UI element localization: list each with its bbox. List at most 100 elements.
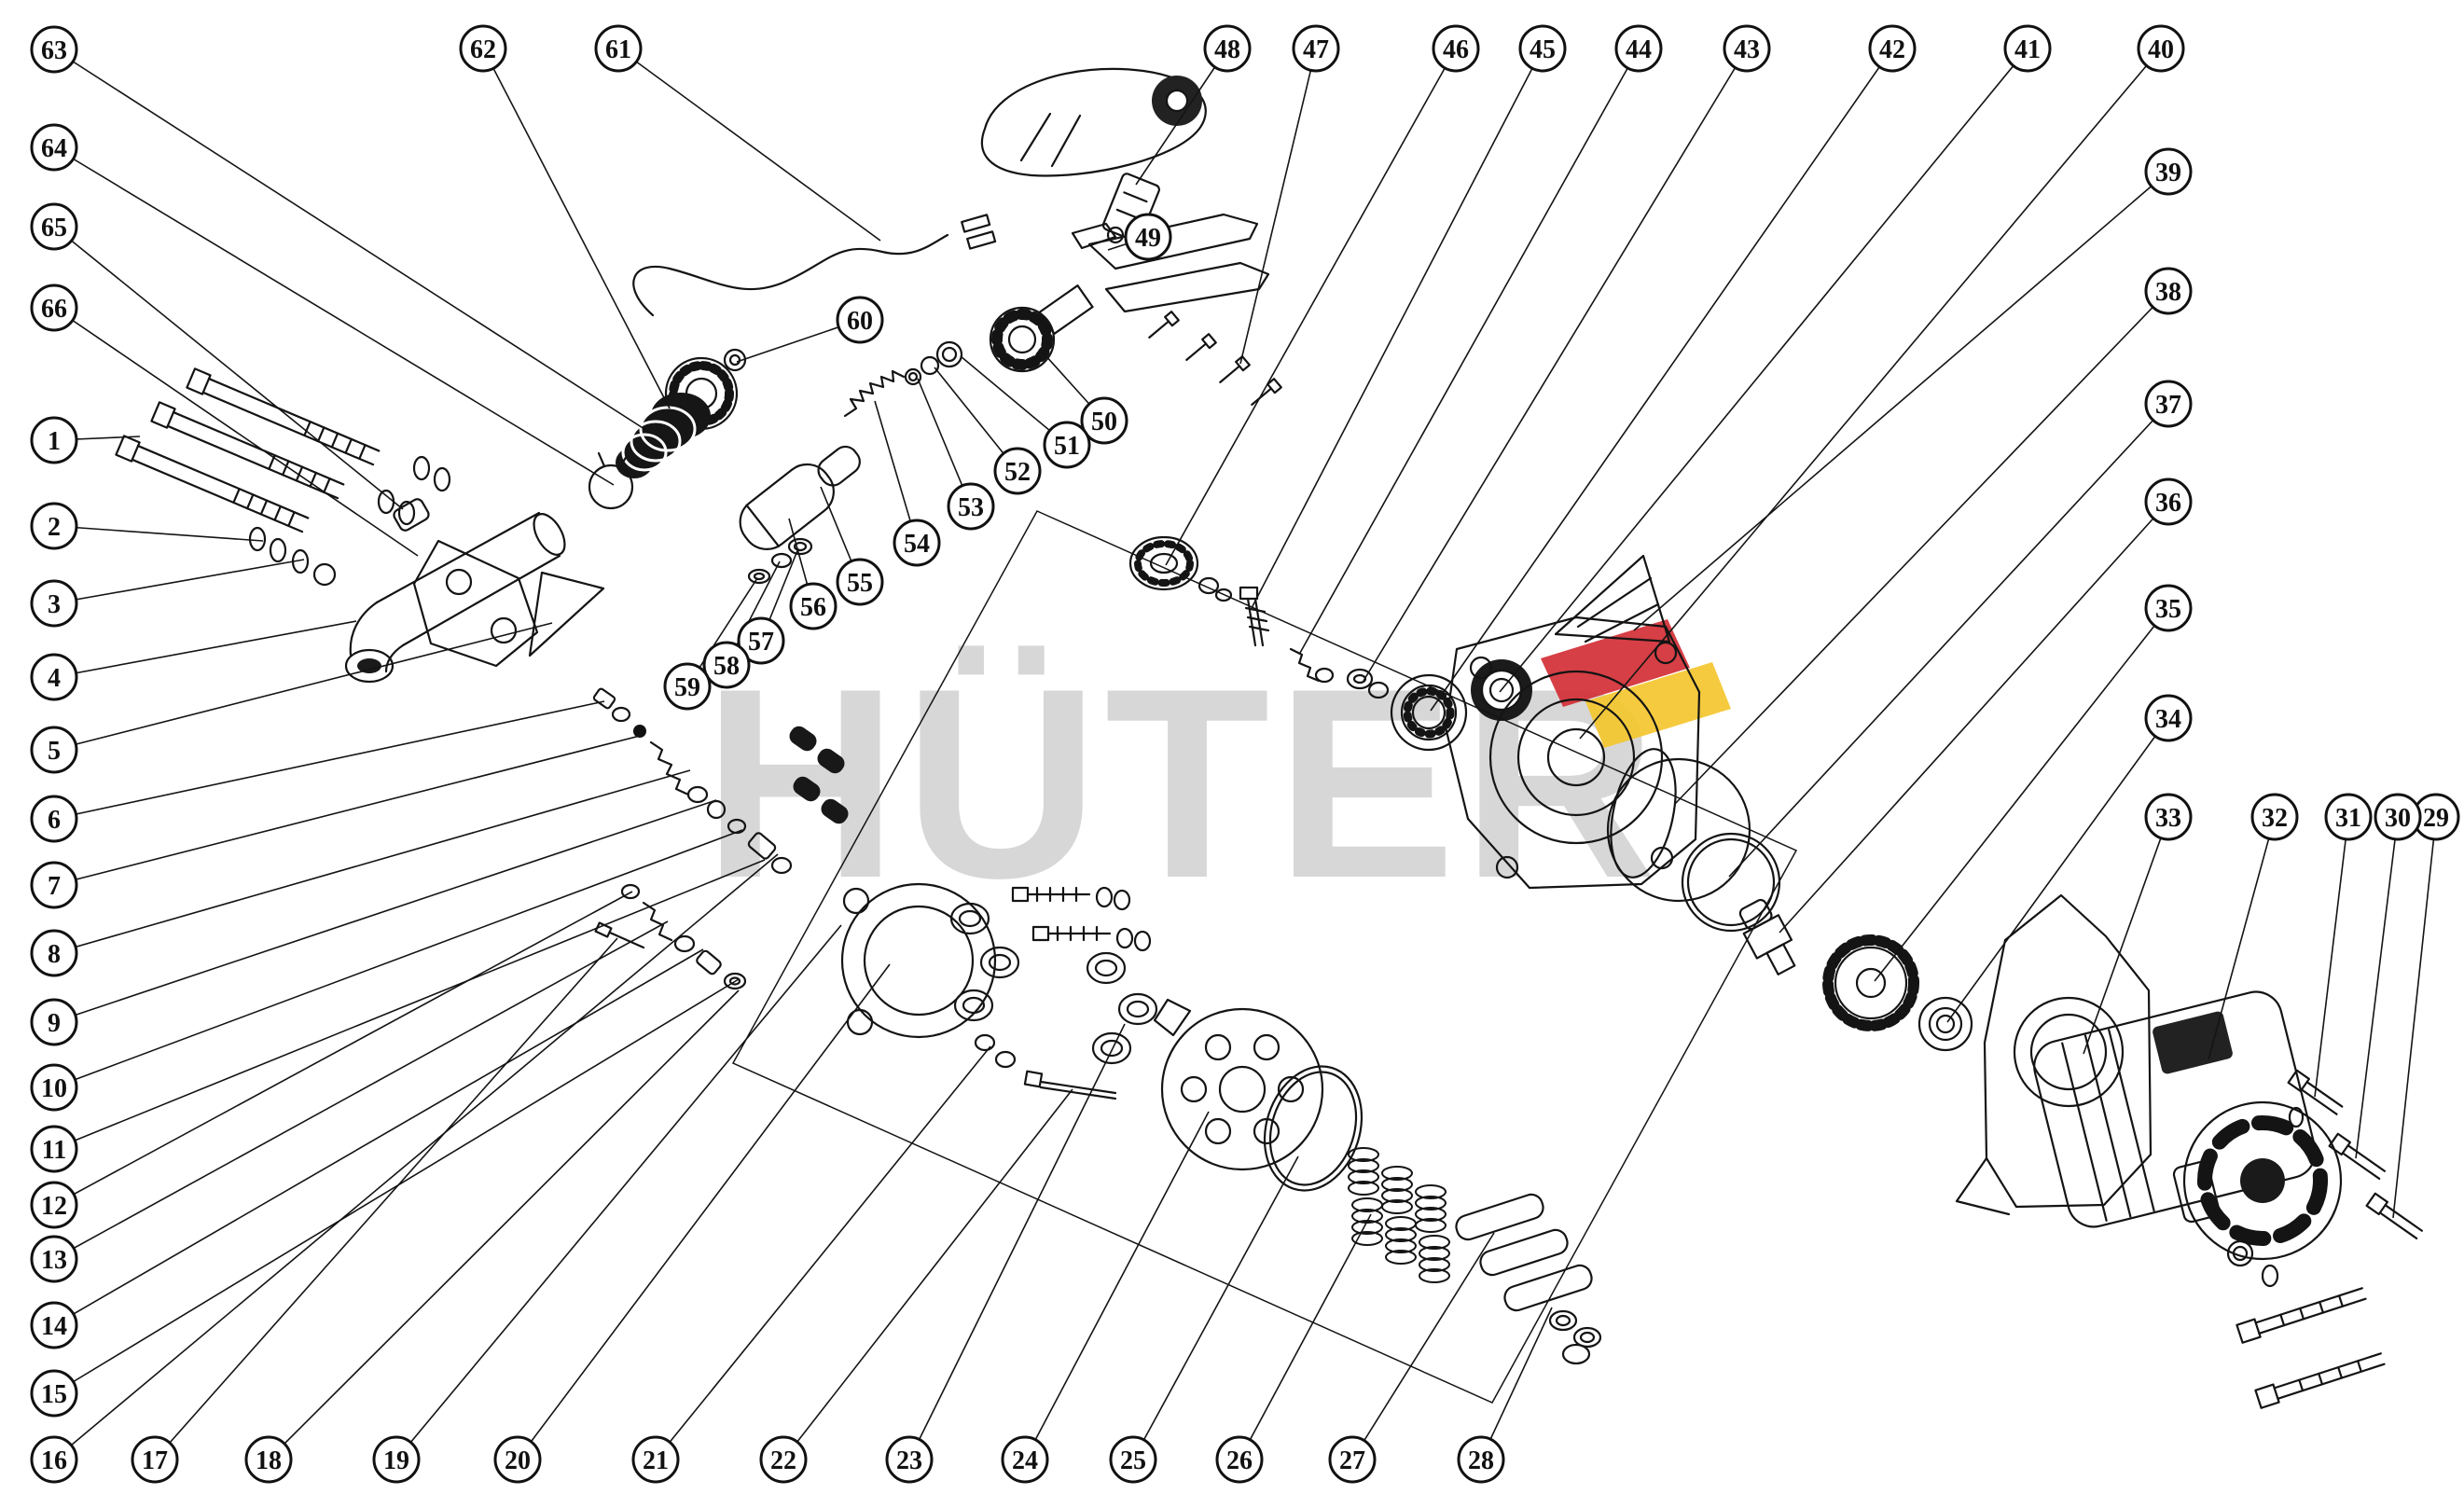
- callout-number-36: 36: [2155, 489, 2181, 518]
- callout-number-4: 4: [48, 664, 61, 693]
- motor-bracket: [1955, 893, 2153, 1216]
- leader-line-6: [53, 700, 605, 820]
- regulator-valve: [1738, 898, 1796, 975]
- callout-9: 9: [30, 998, 78, 1046]
- callout-number-33: 33: [2155, 804, 2181, 833]
- callout-number-27: 27: [1339, 1446, 1365, 1475]
- callout-circle-32: [2250, 793, 2299, 841]
- callout-number-66: 66: [41, 295, 67, 324]
- callout-circle-8: [30, 929, 78, 977]
- callout-number-11: 11: [42, 1136, 66, 1165]
- manifold-plate: [840, 882, 1020, 1039]
- leader-line-41: [1499, 48, 2028, 693]
- callout-56: 56: [789, 582, 837, 630]
- bracket-screws: [2287, 1069, 2424, 1240]
- callout-circle-56: [789, 582, 837, 630]
- callout-number-12: 12: [41, 1192, 67, 1221]
- callout-number-21: 21: [643, 1446, 669, 1475]
- flat-washers: [747, 537, 813, 585]
- callout-number-3: 3: [48, 590, 61, 619]
- callout-50: 50: [1080, 396, 1128, 445]
- callout-circle-36: [2144, 477, 2193, 526]
- leader-line-24: [1024, 1111, 1210, 1460]
- small-orings: [904, 340, 963, 386]
- callout-circle-57: [737, 616, 785, 665]
- callout-circle-63: [30, 25, 78, 74]
- callout-circle-22: [759, 1435, 808, 1484]
- pump-bracket: [393, 498, 539, 668]
- callout-number-19: 19: [383, 1446, 409, 1475]
- callout-3: 3: [30, 579, 78, 628]
- callout-37: 37: [2144, 380, 2193, 428]
- callout-number-26: 26: [1226, 1446, 1253, 1475]
- leader-line-8: [53, 769, 691, 954]
- callout-28: 28: [1457, 1435, 1505, 1484]
- callout-number-48: 48: [1214, 35, 1240, 64]
- callout-25: 25: [1109, 1435, 1157, 1484]
- leader-line-32: [2208, 816, 2276, 1060]
- callout-number-6: 6: [48, 806, 61, 835]
- callout-number-13: 13: [41, 1246, 67, 1275]
- callout-circle-23: [885, 1435, 934, 1484]
- callout-circle-26: [1215, 1435, 1264, 1484]
- callout-16: 16: [30, 1435, 78, 1484]
- leader-line-10: [53, 829, 743, 1088]
- callout-65: 65: [30, 202, 78, 251]
- callout-circle-13: [30, 1235, 78, 1283]
- callout-circle-2: [30, 502, 78, 550]
- leader-line-47: [1239, 48, 1317, 365]
- triangle-gasket: [528, 571, 605, 657]
- leader-line-25: [1132, 1155, 1299, 1460]
- callout-number-35: 35: [2155, 595, 2181, 624]
- callout-circle-21: [631, 1435, 680, 1484]
- callout-number-52: 52: [1004, 458, 1031, 487]
- callout-circle-40: [2137, 24, 2185, 73]
- callout-circle-61: [594, 24, 643, 73]
- flange-plate: [1153, 998, 1324, 1171]
- callout-number-2: 2: [48, 513, 61, 542]
- callout-33: 33: [2144, 793, 2193, 841]
- callout-7: 7: [30, 861, 78, 909]
- callout-number-22: 22: [770, 1446, 796, 1475]
- callout-number-34: 34: [2155, 705, 2181, 734]
- callout-circle-39: [2144, 147, 2193, 196]
- callout-circle-55: [836, 558, 884, 606]
- bearing-small: [1917, 996, 1973, 1052]
- callout-1: 1: [30, 416, 78, 464]
- callout-number-16: 16: [41, 1446, 67, 1475]
- callout-circle-60: [836, 296, 884, 344]
- callout-circle-4: [30, 653, 78, 701]
- leader-line-12: [53, 891, 633, 1206]
- leader-line-34: [1946, 717, 2169, 1023]
- oring-oval: [1263, 1065, 1364, 1192]
- leader-line-40: [1579, 48, 2162, 740]
- leader-line-29: [2392, 816, 2437, 1219]
- drive-gear: [1822, 934, 1919, 1031]
- callout-circle-9: [30, 998, 78, 1046]
- callout-circle-43: [1723, 24, 1771, 73]
- callout-11: 11: [30, 1125, 78, 1173]
- rubber-bellows: [616, 393, 711, 478]
- callout-8: 8: [30, 929, 78, 977]
- leader-line-17: [154, 937, 618, 1460]
- leader-line-20: [517, 963, 891, 1460]
- callout-circle-41: [2003, 24, 2052, 73]
- callout-circle-14: [30, 1301, 78, 1349]
- callout-number-10: 10: [41, 1074, 67, 1103]
- callout-circle-54: [893, 519, 941, 567]
- piston-washers: [1548, 1309, 1602, 1365]
- callout-66: 66: [30, 284, 78, 332]
- leader-line-37: [1728, 403, 2169, 878]
- callout-63: 63: [30, 25, 78, 74]
- callout-number-17: 17: [142, 1446, 168, 1475]
- callout-number-47: 47: [1303, 35, 1329, 64]
- assembly-boundary-box: [731, 510, 1798, 1404]
- callout-circle-58: [702, 641, 751, 689]
- leader-lines: [53, 48, 2437, 1460]
- callout-circle-59: [663, 662, 712, 711]
- callout-number-7: 7: [48, 872, 61, 901]
- leader-line-27: [1351, 1232, 1495, 1460]
- callout-number-59: 59: [674, 673, 700, 702]
- callout-20: 20: [493, 1435, 542, 1484]
